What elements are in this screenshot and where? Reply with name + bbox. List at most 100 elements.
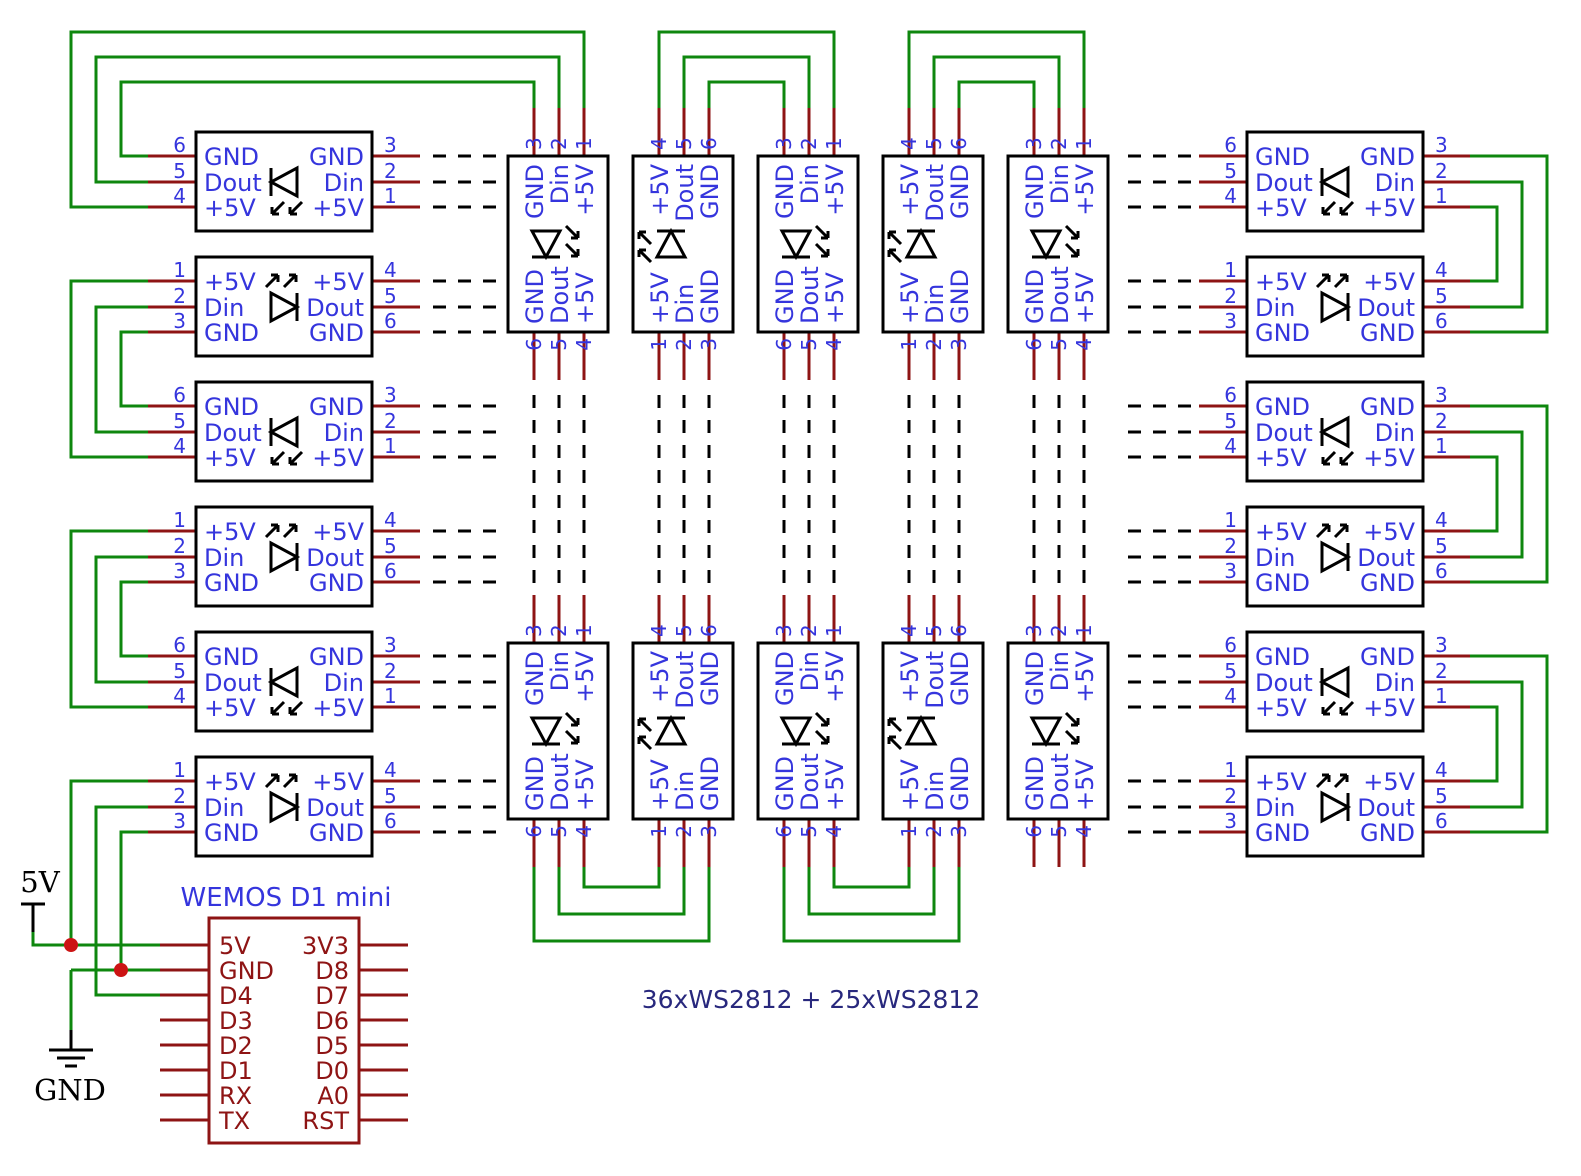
led-wire	[1470, 154, 1549, 334]
pin-name: Dout	[921, 164, 949, 222]
pin-name: GND	[771, 756, 799, 811]
chip-outline	[1245, 630, 1425, 733]
pin-number: 1	[173, 758, 186, 782]
pin-number: 4	[173, 684, 186, 708]
pin-number: 6	[173, 133, 186, 157]
pin-name: +5V	[1363, 768, 1415, 796]
led-wire	[119, 830, 148, 970]
pin-name: GND	[204, 393, 259, 421]
pin-name: GND	[1021, 269, 1049, 324]
pin-name: GND	[1360, 819, 1415, 847]
pin-number: 1	[384, 684, 397, 708]
pin-name: +5V	[1255, 194, 1307, 222]
pin-name: Dout	[796, 753, 824, 811]
led-symbol	[264, 523, 301, 574]
pin-number: 5	[1047, 338, 1071, 351]
pin-name: GND	[696, 164, 724, 219]
pin-name: +5V	[204, 268, 256, 296]
led-symbol	[1318, 165, 1355, 216]
pin-name: GND	[946, 269, 974, 324]
led-symbol	[267, 665, 304, 716]
pin-name: +5V	[571, 272, 599, 324]
pin-name: Din	[204, 294, 244, 322]
pin-number: 1	[173, 508, 186, 532]
pin-number: 1	[647, 825, 671, 838]
pin-number: 3	[1435, 383, 1448, 407]
pin-number: 6	[173, 383, 186, 407]
pin-name: Dout	[1357, 794, 1415, 822]
led-wire	[582, 867, 661, 889]
pin-number: 2	[672, 338, 696, 351]
led-wire	[94, 805, 160, 997]
pin-number: 4	[1435, 258, 1448, 282]
junctions	[64, 938, 128, 977]
chip-outline	[194, 380, 374, 483]
pin-number: 6	[947, 137, 971, 150]
pin-number: 5	[384, 284, 397, 308]
pin-number: 3	[1435, 133, 1448, 157]
pin-number: 5	[1224, 659, 1237, 683]
pin-name: Dout	[1357, 544, 1415, 572]
pin-name: Dout	[1046, 266, 1074, 324]
pin-name: Din	[796, 164, 824, 204]
pin-name: +5V	[312, 694, 364, 722]
pin-number: 5	[797, 825, 821, 838]
led-wire	[932, 55, 1061, 108]
pin-name: Din	[1046, 651, 1074, 691]
pin-number: 1	[572, 137, 596, 150]
mcu-pin-label: D2	[219, 1032, 253, 1060]
pin-name: Dout	[1046, 753, 1074, 811]
pin-number: 1	[1435, 434, 1448, 458]
chip-outline	[506, 154, 610, 334]
pin-number: 1	[897, 825, 921, 838]
pin-name: Din	[204, 794, 244, 822]
pin-name: Dout	[204, 669, 262, 697]
pin-number: 4	[384, 758, 397, 782]
pin-number: 5	[1224, 159, 1237, 183]
pin-number: 2	[1047, 137, 1071, 150]
pin-number: 2	[173, 534, 186, 558]
pin-name: +5V	[821, 163, 849, 215]
chip-outline	[1245, 255, 1425, 358]
pin-name: GND	[204, 819, 259, 847]
chip-outline	[1245, 380, 1425, 483]
pin-name: GND	[1021, 756, 1049, 811]
pin-number: 5	[1047, 825, 1071, 838]
pin-number: 3	[1224, 559, 1237, 583]
pin-number: 4	[1224, 684, 1237, 708]
pin-name: Dout	[546, 753, 574, 811]
pin-name: Din	[546, 651, 574, 691]
pin-name: +5V	[312, 518, 364, 546]
chip-outline	[1245, 130, 1425, 233]
chip-outline	[1245, 505, 1425, 608]
pin-number: 3	[522, 137, 546, 150]
led-wire	[707, 80, 786, 108]
mcu-pin-label: D4	[219, 982, 253, 1010]
pin-name: +5V	[204, 518, 256, 546]
pin-name: +5V	[204, 694, 256, 722]
pin-name: GND	[1360, 393, 1415, 421]
pin-number: 2	[547, 624, 571, 637]
chip-outline	[1006, 154, 1110, 334]
pin-number: 2	[1224, 284, 1237, 308]
pin-name: GND	[696, 269, 724, 324]
pin-name: Din	[921, 771, 949, 811]
mcu-pin-label: D1	[219, 1057, 253, 1085]
pin-name: +5V	[1363, 444, 1415, 472]
pin-number: 1	[1224, 508, 1237, 532]
pin-number: 3	[1224, 809, 1237, 833]
mcu-pin-label: D0	[315, 1057, 349, 1085]
pin-name: +5V	[646, 650, 674, 702]
chip-outline	[1006, 641, 1110, 821]
mcu-pin-label: RST	[302, 1107, 349, 1135]
pin-number: 4	[1072, 338, 1096, 351]
